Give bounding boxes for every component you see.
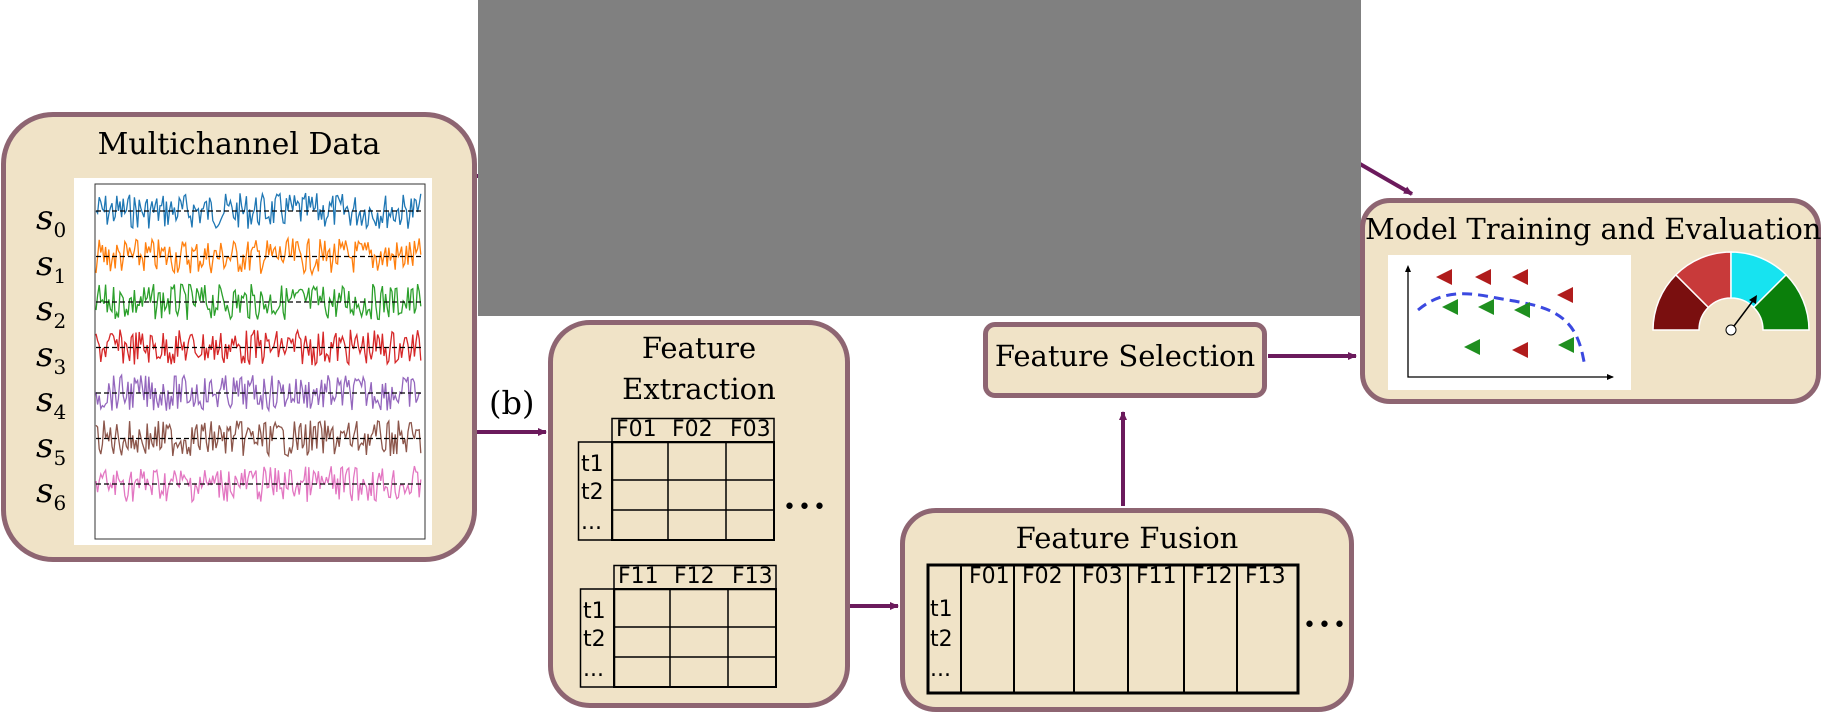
- channel-symbol: s: [36, 289, 54, 329]
- multichannel-title: Multichannel Data: [97, 127, 381, 162]
- channel-subscript: 5: [53, 445, 67, 470]
- feature-extraction-title-line2: Extraction: [622, 372, 776, 406]
- channel-label: s6: [36, 471, 66, 515]
- channel-subscript: 2: [53, 309, 67, 333]
- needle-tip: [1749, 295, 1757, 304]
- edge-label-b: (b): [489, 384, 535, 422]
- table-grid: [579, 564, 777, 688]
- signal-trace: [95, 191, 422, 230]
- column-header: F02: [672, 417, 713, 442]
- class-marker: [1464, 339, 1480, 355]
- channel-symbol: s: [36, 425, 54, 466]
- signal-traces: [94, 183, 426, 540]
- axes: [1407, 267, 1613, 378]
- column-header: F03: [1082, 564, 1123, 589]
- row-label: t1: [581, 452, 604, 477]
- channel-symbol: s: [36, 334, 54, 375]
- column-header: F12: [1192, 564, 1233, 589]
- feature-extraction-title-line1: Feature: [641, 331, 757, 365]
- gauge-segment: [1752, 273, 1810, 331]
- fusion-table: F01 F02 F03 F11 F12 F13 t1 t2...: [926, 563, 1300, 695]
- channel-label: s5: [36, 426, 66, 470]
- column-header: F13: [732, 564, 773, 589]
- channel-symbol: s: [36, 471, 54, 511]
- arrow-top-to-model: [1359, 162, 1413, 196]
- model-training-box: Model Training and Evaluation: [1360, 198, 1821, 404]
- classifier-illustration: [1405, 265, 1614, 380]
- channel-label: s3: [36, 335, 66, 379]
- signal-trace: [95, 465, 422, 504]
- channel-symbol: s: [36, 243, 54, 284]
- feature-table-1: F01 F02 F03 t1 t2...: [577, 417, 775, 541]
- signal-trace: [95, 419, 422, 458]
- gauge-icon: [1652, 251, 1810, 336]
- class-marker: [1512, 269, 1528, 285]
- channel-symbol: s: [36, 380, 54, 420]
- channel-symbol: s: [36, 198, 54, 238]
- row-label: t1: [583, 599, 606, 624]
- row-label: ...: [583, 657, 604, 682]
- class-marker: [1514, 302, 1530, 318]
- channel-subscript: 3: [53, 354, 67, 379]
- row-label: t1: [930, 597, 953, 622]
- channel-label: s1: [36, 244, 66, 288]
- signal-trace: [95, 373, 421, 413]
- column-header: F11: [618, 564, 659, 589]
- axis-arrowhead: [1405, 265, 1411, 272]
- model-training-title: Model Training and Evaluation: [1365, 212, 1822, 246]
- feature-selection-box: Feature Selection: [983, 322, 1267, 398]
- feature-fusion-title: Feature Fusion: [1015, 521, 1239, 555]
- column-header: F03: [730, 417, 771, 442]
- signal-trace: [95, 328, 422, 367]
- fusion-grid: [926, 563, 1300, 695]
- class-marker: [1478, 299, 1494, 315]
- column-header: F01: [969, 564, 1010, 589]
- row-label: t2: [581, 480, 604, 505]
- axis-arrowhead: [1607, 374, 1614, 380]
- class-marker: [1442, 299, 1458, 315]
- column-header: F12: [674, 564, 715, 589]
- column-header: F11: [1136, 564, 1177, 589]
- fusion-ellipsis: •••: [1303, 613, 1348, 638]
- channel-label: s0: [36, 198, 66, 242]
- table-grid: [577, 417, 775, 541]
- feature-table-2: F11 F12 F13 t1 t2...: [579, 564, 777, 688]
- class-marker: [1557, 287, 1573, 303]
- column-header: F01: [616, 417, 657, 442]
- plot-frame: [94, 183, 426, 540]
- row-label: ...: [930, 657, 951, 682]
- channel-subscript: 6: [53, 491, 67, 515]
- row-label: t2: [583, 627, 606, 652]
- column-header: F02: [1022, 564, 1063, 589]
- class-marker: [1558, 337, 1574, 353]
- row-label: ...: [581, 510, 602, 535]
- channel-subscript: 4: [53, 400, 67, 424]
- redacted-region: [478, 0, 1361, 316]
- classifier-plot: [1388, 255, 1631, 390]
- extraction-ellipsis: •••: [783, 495, 828, 520]
- class-marker: [1436, 269, 1452, 285]
- signal-trace: [95, 283, 422, 321]
- signal-trace: [95, 236, 422, 277]
- channel-subscript: 1: [53, 263, 67, 288]
- channel-subscript: 0: [53, 218, 67, 242]
- gauge-needle: [1730, 297, 1756, 331]
- channel-label: s4: [36, 380, 66, 424]
- feature-fusion-box: Feature Fusion F01 F02 F03 F11 F12 F13 t1 t2...…: [900, 508, 1354, 712]
- gauge-hub: [1725, 324, 1737, 336]
- channel-label: s2: [36, 289, 66, 333]
- class-marker: [1475, 269, 1491, 285]
- row-label: t2: [930, 627, 953, 652]
- class-marker: [1512, 342, 1528, 358]
- feature-selection-title: Feature Selection: [994, 339, 1256, 373]
- column-header: F13: [1245, 564, 1286, 589]
- signal-plot: [74, 178, 432, 545]
